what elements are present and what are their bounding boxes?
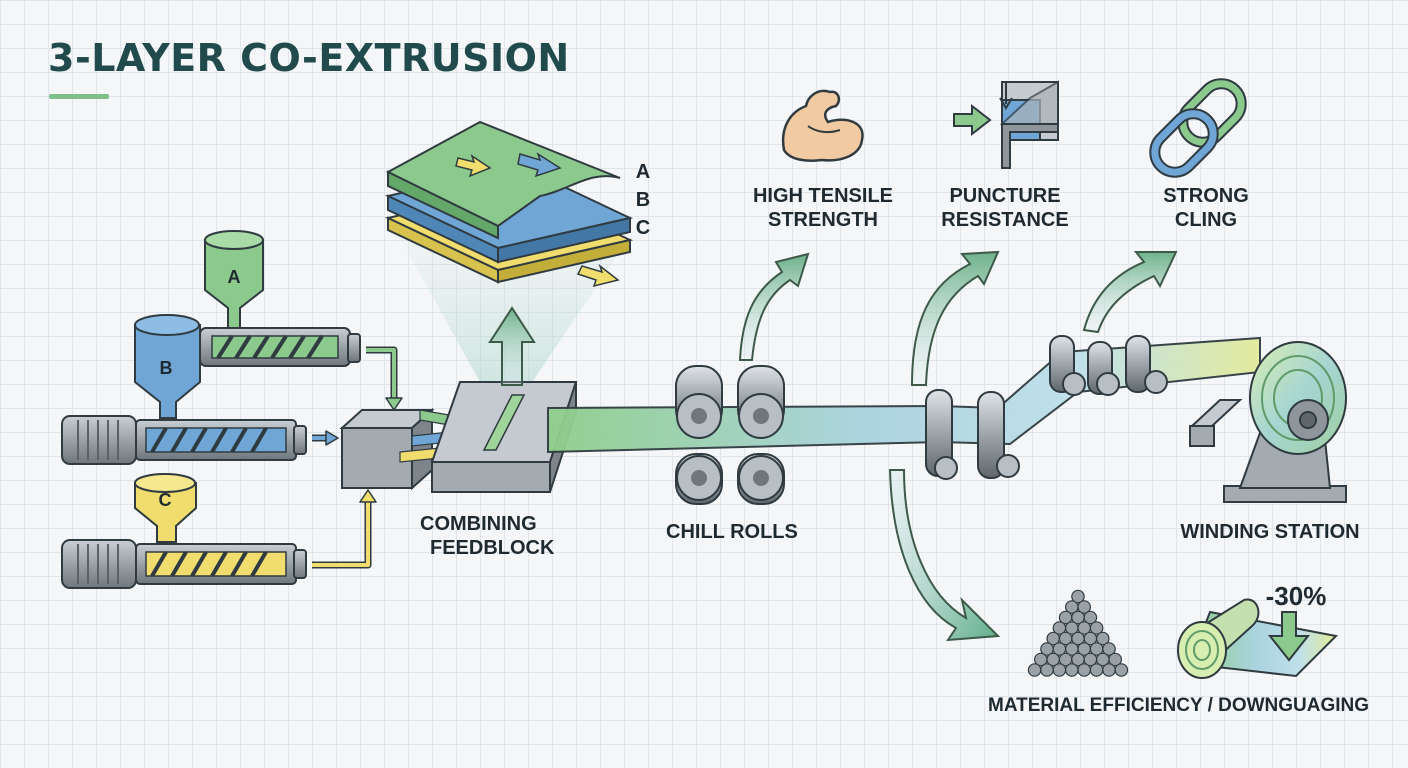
chill-rolls [675,365,785,505]
flow-arrows [312,346,403,569]
layer-stack [384,120,634,288]
pellet [1077,663,1091,677]
title-underline [49,94,109,99]
pellet [1089,663,1104,677]
layer-label-a: A [635,161,651,183]
pellet [1114,663,1129,677]
flexed-bicep-icon [781,89,864,162]
hopper-a-label: A [227,267,241,287]
pellet [1089,621,1104,635]
benefit-tensile-line2: STRENGTH [768,209,878,231]
combining-block [339,407,456,491]
downgauge-film-roll-icon [1177,598,1339,679]
chain-link-icon [1149,78,1247,178]
pellet [1083,610,1098,625]
pellet [1102,642,1116,656]
pellet [1040,663,1054,677]
extruder-b [61,314,307,465]
hopper-c-label: C [158,490,172,510]
feedblock-label-line1: COMBINING [420,513,537,535]
layer-label-b: B [635,189,651,211]
hopper-b-icon [134,324,201,419]
efficiency-label: MATERIAL EFFICIENCY / DOWNGUAGING [988,695,1370,716]
pellet [1077,600,1091,614]
hopper-b-label: B [159,358,173,378]
extruder-c [61,473,307,589]
pellet [1071,589,1085,604]
benefit-tensile-line1: HIGH TENSILE [752,185,893,207]
benefit-cling-line1: STRONG [1163,185,1249,207]
winding-station-label: WINDING STATION [1180,521,1360,543]
pellet [1065,663,1079,677]
extruder-a [199,230,361,367]
efficiency-arrow [888,469,1001,642]
pellet [1108,652,1122,667]
page-title: 3-LAYER CO-EXTRUSION [48,36,570,80]
pellet-pyramid-icon [1027,589,1129,677]
pellet [1027,663,1042,677]
chill-rolls-label: CHILL ROLLS [666,521,798,543]
layer-label-c: C [635,217,651,239]
hopper-c-icon [134,482,197,543]
benefit-puncture-line2: RESISTANCE [941,209,1069,231]
winding-station [1189,341,1347,503]
benefit-puncture-line1: PUNCTURE [949,185,1061,207]
benefit-cling-line2: CLING [1174,209,1238,231]
up-arrow-icon [488,306,536,386]
pellet [1096,631,1110,646]
pellet [1102,663,1116,677]
feedblock-label-line2: FEEDBLOCK [430,537,555,559]
benefit-arrows [738,250,1178,642]
idler-rollers [925,335,1168,480]
puncture-icon [953,80,1059,169]
film-web [547,336,1261,454]
downgauge-percent: -30% [1265,581,1327,611]
pellet [1052,663,1067,677]
